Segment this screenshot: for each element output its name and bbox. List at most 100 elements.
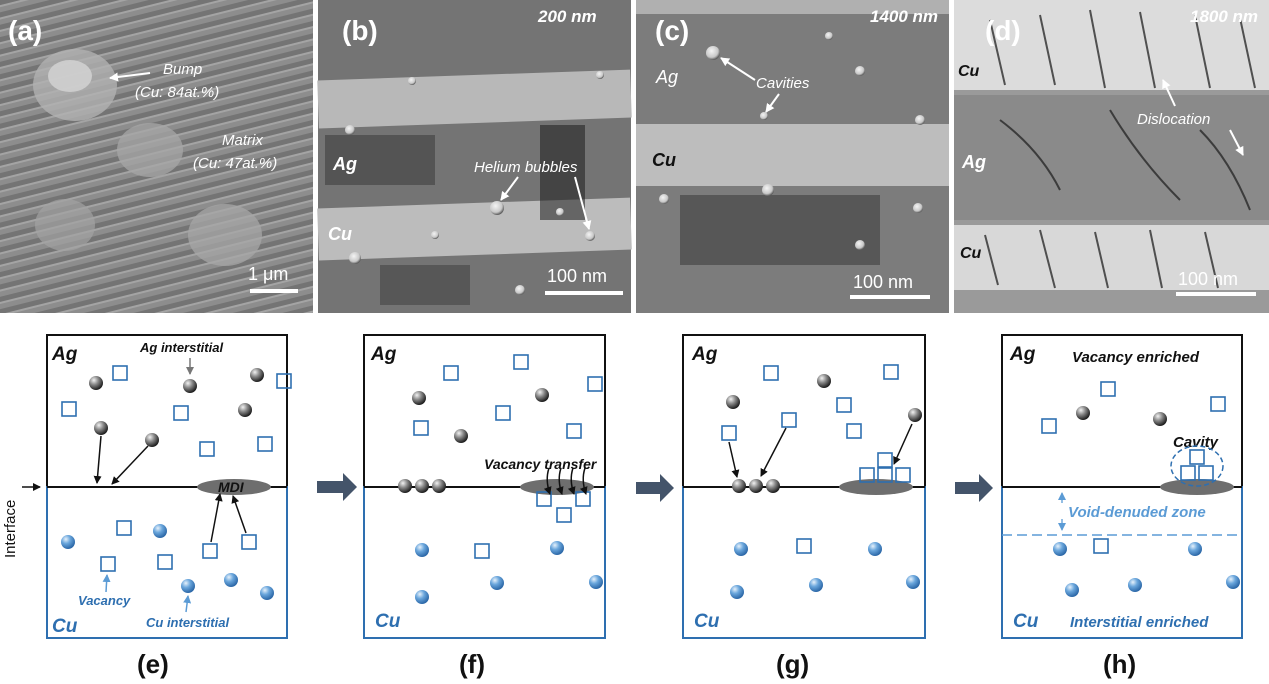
- bump-feature: [117, 123, 183, 177]
- vacancies: [61, 365, 292, 572]
- cavity-label: Cavity: [1173, 434, 1219, 451]
- cu-atom: [490, 576, 504, 590]
- cu-interstitials: [415, 541, 603, 604]
- ag-atom: [454, 429, 468, 443]
- panel-h: Ag Cu Vacancy enriched Cavity Void-denud…: [1001, 334, 1243, 679]
- cu-atom: [809, 578, 823, 592]
- cavity: [1170, 445, 1224, 487]
- annotation-arrow: [1162, 79, 1176, 107]
- annotation-arrow: [109, 72, 151, 82]
- helium-bubbles: [345, 71, 604, 295]
- vacancy: [1041, 418, 1057, 434]
- region-label-cu: Cu: [375, 611, 401, 632]
- vacancy: [474, 543, 490, 559]
- vacancy: [781, 412, 797, 428]
- panel-c: (c) 1400 nm Ag Cu Cavities 100 nm: [636, 0, 949, 313]
- ag-interstitial-label: Ag interstitial: [139, 340, 223, 355]
- vacancy: [836, 397, 852, 413]
- ag-interstitials: [1076, 406, 1167, 426]
- vacancies: [413, 354, 603, 559]
- cu-atom: [906, 575, 920, 589]
- ag-atom: [766, 479, 780, 493]
- bubble: [490, 201, 504, 215]
- ag-atom: [1153, 412, 1167, 426]
- scale-bar-label: 1 μm: [248, 264, 288, 284]
- region-label-ag: Ag: [370, 344, 397, 365]
- transfer-arrow: [579, 467, 588, 495]
- ag-interstitials: [398, 388, 549, 493]
- film-thickness: 1400 nm: [870, 7, 938, 26]
- vacancy: [1189, 449, 1205, 465]
- mdi-label: MDI: [218, 479, 245, 495]
- bubble: [408, 77, 416, 85]
- scale-bar-label: 100 nm: [1178, 269, 1238, 289]
- dislocation-lines: [984, 9, 1256, 289]
- migration-arrow: [210, 493, 223, 543]
- vacancy: [1093, 538, 1109, 554]
- ag-atom: [94, 421, 108, 435]
- mdi: [197, 479, 271, 495]
- ag-atom: [817, 374, 831, 388]
- bump-feature: [35, 199, 95, 251]
- cu-interstitials: [1053, 542, 1240, 597]
- cu-atom: [589, 575, 603, 589]
- vacancy: [556, 507, 572, 523]
- annotation-label: Dislocation: [1137, 111, 1210, 128]
- scale-bar-label: 100 nm: [547, 266, 607, 286]
- layer-label-cu: Cu: [328, 224, 352, 244]
- vacancy: [202, 543, 218, 559]
- scale-bar-label: 100 nm: [853, 272, 913, 292]
- bump-feature: [188, 204, 262, 266]
- migration-arrow: [93, 435, 102, 484]
- vacancy: [1198, 465, 1214, 481]
- cu-interstitials: [730, 542, 920, 599]
- ag-atom: [250, 368, 264, 382]
- dark-grain: [325, 135, 435, 185]
- cu-atom: [1053, 542, 1067, 556]
- cu-interstitials: [61, 524, 274, 600]
- vacancy: [241, 534, 257, 550]
- vacancy: [883, 364, 899, 380]
- cu-interstitial-label: Cu interstitial: [146, 615, 229, 630]
- bump-feature: [48, 60, 92, 92]
- cu-layer: [954, 0, 1269, 90]
- cu-atom: [1188, 542, 1202, 556]
- ag-atom: [415, 479, 429, 493]
- migration-arrows: [93, 435, 247, 543]
- scale-bar: [545, 291, 623, 295]
- vacancy: [1210, 396, 1226, 412]
- transition-arrow: [636, 474, 674, 502]
- bump-composition: (Cu: 84at.%): [135, 84, 219, 101]
- layer-label-ag: Ag: [655, 67, 678, 87]
- transfer-arrow: [567, 467, 576, 495]
- layer-label-ag: Ag: [332, 154, 357, 174]
- region-label-ag: Ag: [1009, 344, 1036, 365]
- cavity: [760, 112, 768, 120]
- cavity: [913, 203, 923, 213]
- ag-atom: [535, 388, 549, 402]
- ag-atom: [183, 379, 197, 393]
- region-label-ag: Ag: [51, 344, 78, 365]
- cu-atom: [550, 541, 564, 555]
- cavity: [659, 194, 669, 204]
- annotation-label: Helium bubbles: [474, 159, 578, 176]
- bubble: [585, 231, 595, 241]
- migration-arrow: [893, 423, 913, 465]
- cu-atom: [415, 543, 429, 557]
- matrix-title: Matrix: [222, 132, 263, 149]
- transition-arrow: [955, 474, 993, 502]
- film-thickness: 1800 nm: [1190, 7, 1258, 26]
- panel-label: (c): [655, 15, 689, 46]
- vacancy: [413, 420, 429, 436]
- annotation-arrow: [574, 176, 592, 230]
- ag-atom: [1076, 406, 1090, 420]
- cu-layer: [636, 0, 949, 14]
- vacancy: [100, 556, 116, 572]
- ag-atom: [398, 479, 412, 493]
- panel-label: (d): [985, 15, 1021, 46]
- mdi: [839, 479, 913, 495]
- vacancy-pointer: [102, 574, 111, 593]
- vacancy-enriched-label: Vacancy enriched: [1072, 349, 1200, 366]
- dislocation-line: [989, 9, 1256, 89]
